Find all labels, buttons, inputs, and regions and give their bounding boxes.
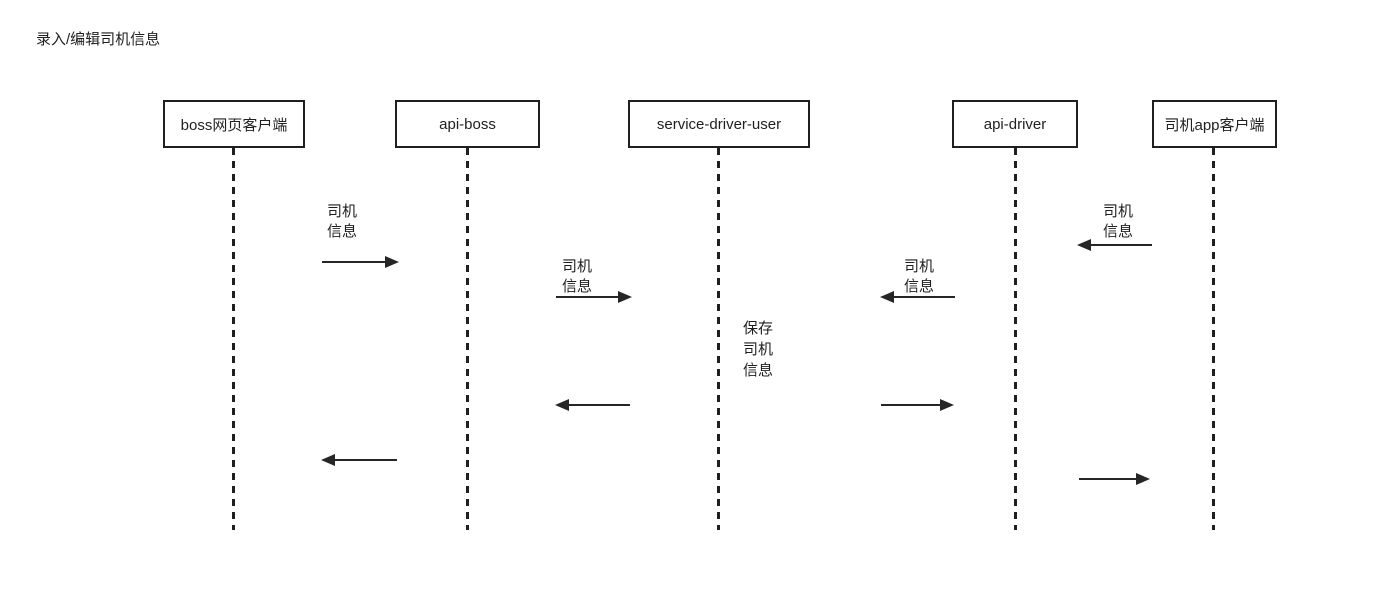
- arrow-shaft: [1079, 478, 1143, 480]
- actor-box-api-boss[interactable]: api-boss: [395, 100, 540, 148]
- arrowhead-icon: [385, 256, 399, 268]
- arrow-return-service-to-apiboss[interactable]: [555, 399, 630, 411]
- lifeline-service-driver-user[interactable]: [717, 148, 720, 530]
- arrow-msg-apiboss-to-service[interactable]: [556, 291, 632, 303]
- arrow-shaft: [887, 296, 955, 298]
- actor-box-driver-app-client[interactable]: 司机app客户端: [1152, 100, 1277, 148]
- arrowhead-icon: [321, 454, 335, 466]
- arrowhead-icon: [880, 291, 894, 303]
- arrowhead-icon: [555, 399, 569, 411]
- message-label-driver-info-3: 司机 信息: [904, 258, 935, 295]
- arrowhead-icon: [618, 291, 632, 303]
- note-save-driver-info: 保存 司机 信息: [743, 320, 774, 379]
- arrow-shaft: [322, 261, 392, 263]
- actor-box-boss-web-client[interactable]: boss网页客户端: [163, 100, 305, 148]
- message-label-driver-info-2: 司机 信息: [562, 258, 593, 295]
- arrow-return-apidriver-to-driverapp[interactable]: [1079, 473, 1150, 485]
- actor-box-service-driver-user[interactable]: service-driver-user: [628, 100, 810, 148]
- message-label-driver-info-4: 司机 信息: [1103, 203, 1134, 240]
- arrowhead-icon: [940, 399, 954, 411]
- arrow-shaft: [881, 404, 947, 406]
- message-label-driver-info-1: 司机 信息: [327, 203, 358, 240]
- arrow-msg-boss-to-apiboss[interactable]: [322, 256, 399, 268]
- arrow-shaft: [328, 459, 397, 461]
- actor-box-api-driver[interactable]: api-driver: [952, 100, 1078, 148]
- arrowhead-icon: [1077, 239, 1091, 251]
- lifeline-driver-app-client[interactable]: [1212, 148, 1215, 530]
- diagram-title: 录入/编辑司机信息: [36, 31, 161, 48]
- lifeline-boss-web-client[interactable]: [232, 148, 235, 530]
- arrow-msg-apidriver-to-service[interactable]: [880, 291, 955, 303]
- arrow-shaft: [1084, 244, 1152, 246]
- arrow-shaft: [562, 404, 630, 406]
- arrowhead-icon: [1136, 473, 1150, 485]
- lifeline-api-boss[interactable]: [466, 148, 469, 530]
- arrow-return-apiboss-to-boss[interactable]: [321, 454, 397, 466]
- lifeline-api-driver[interactable]: [1014, 148, 1017, 530]
- arrow-msg-driverapp-to-apidriver[interactable]: [1077, 239, 1152, 251]
- arrow-shaft: [556, 296, 625, 298]
- arrow-return-service-to-apidriver[interactable]: [881, 399, 954, 411]
